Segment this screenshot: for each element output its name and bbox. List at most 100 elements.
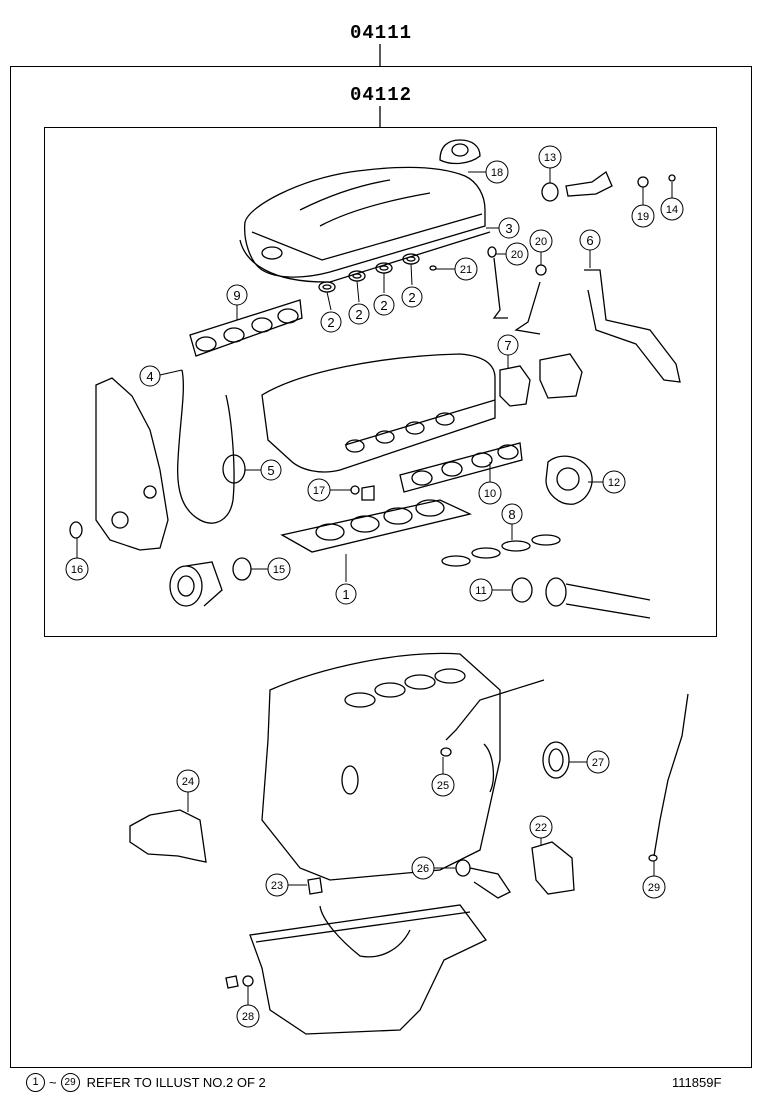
callout-26[interactable]: 26 <box>411 856 456 880</box>
callout-12[interactable]: 12 <box>588 470 626 494</box>
svg-text:26: 26 <box>417 863 429 875</box>
reference-text: REFER TO ILLUST NO.2 OF 2 <box>86 1075 266 1090</box>
cylinder-head-drawing <box>261 353 496 473</box>
callout-9[interactable]: 9 <box>226 284 248 320</box>
dipstick-seal-drawing <box>648 854 658 862</box>
svg-text:1: 1 <box>342 587 349 602</box>
gasket-25-drawing <box>440 747 452 757</box>
cylinder-head-cover-drawing <box>239 166 491 283</box>
cover-24-drawing <box>129 809 207 863</box>
callout-2b[interactable]: 2 <box>348 280 370 325</box>
svg-text:3: 3 <box>505 221 512 236</box>
callout-4[interactable]: 4 <box>139 365 183 387</box>
svg-text:14: 14 <box>666 204 678 216</box>
svg-text:24: 24 <box>182 776 194 788</box>
drive-shaft-drawing <box>545 577 651 619</box>
callout-23[interactable]: 23 <box>265 873 307 897</box>
callout-7[interactable]: 7 <box>497 334 519 368</box>
callout-25[interactable]: 25 <box>431 757 455 797</box>
water-outlet-drawing <box>539 353 583 399</box>
svg-text:23: 23 <box>271 880 283 892</box>
callout-14[interactable]: 14 <box>660 182 684 221</box>
drain-plug-23-drawing <box>307 877 323 895</box>
svg-text:2: 2 <box>355 307 362 322</box>
rear-oil-seal-drawing <box>542 741 570 779</box>
intake-manifold-gasket-drawing <box>399 442 523 493</box>
oil-seal-16-drawing <box>69 521 83 539</box>
svg-text:6: 6 <box>586 233 593 248</box>
exhaust-pipe-gasket-drawings <box>441 534 561 567</box>
plug-17-drawing <box>361 485 375 501</box>
callout-6[interactable]: 6 <box>579 229 601 268</box>
timing-cover-gasket-drawing <box>176 369 235 524</box>
callout-11[interactable]: 11 <box>469 578 511 602</box>
svg-text:18: 18 <box>491 167 503 179</box>
outer-kit-frame <box>10 66 752 1068</box>
dipstick-drawing <box>653 693 689 857</box>
svg-text:22: 22 <box>535 822 547 834</box>
callout-19[interactable]: 19 <box>631 187 655 228</box>
illustration-number: 111859F <box>672 1075 722 1090</box>
callout-22[interactable]: 22 <box>529 815 553 846</box>
oil-pump-drawing <box>531 841 575 895</box>
cylinder-head-gasket-drawing <box>280 499 472 553</box>
svg-text:2: 2 <box>327 315 334 330</box>
range-separator: ~ <box>49 1075 57 1090</box>
reference-note: 1 ~ 29 REFER TO ILLUST NO.2 OF 2 <box>26 1073 266 1092</box>
inner-kit-frame <box>44 127 717 637</box>
range-end-badge: 29 <box>60 1073 80 1092</box>
svg-text:28: 28 <box>242 1011 254 1023</box>
bolt-21-drawing <box>429 265 437 271</box>
svg-text:7: 7 <box>504 338 511 353</box>
svg-text:20: 20 <box>511 249 523 261</box>
callout-13[interactable]: 13 <box>538 145 562 183</box>
range-start-badge: 1 <box>26 1073 45 1092</box>
callout-18[interactable]: 18 <box>468 160 509 184</box>
svg-text:2: 2 <box>380 298 387 313</box>
callout-8[interactable]: 8 <box>501 503 523 540</box>
injector-drawing <box>565 171 613 197</box>
valve-stem-seal-drawing <box>487 246 497 258</box>
svg-text:16: 16 <box>71 564 83 576</box>
svg-text:29: 29 <box>648 882 660 894</box>
ring-14-drawing <box>668 174 676 182</box>
callout-10[interactable]: 10 <box>478 462 502 505</box>
svg-text:4: 4 <box>146 369 153 384</box>
svg-text:10: 10 <box>484 488 496 500</box>
svg-text:9: 9 <box>233 288 240 303</box>
oil-filler-cap-drawing <box>439 139 481 165</box>
callout-5[interactable]: 5 <box>245 459 282 481</box>
svg-text:5: 5 <box>267 463 274 478</box>
oil-pan-drawing <box>249 904 487 1035</box>
callout-3[interactable]: 3 <box>486 217 520 239</box>
callout-16[interactable]: 16 <box>65 538 89 581</box>
callout-24[interactable]: 24 <box>176 769 200 812</box>
callout-2a[interactable]: 2 <box>320 291 342 333</box>
callout-20[interactable]: 20 <box>529 229 553 265</box>
valve-drawings <box>492 257 541 335</box>
callout-2d[interactable]: 2 <box>401 263 423 308</box>
svg-text:21: 21 <box>460 264 472 276</box>
drain-bolt-28-drawing <box>225 975 239 989</box>
svg-text:13: 13 <box>544 152 556 164</box>
timing-chain-cover-drawing <box>95 377 169 551</box>
gasket-12-drawing <box>545 455 593 505</box>
callout-21[interactable]: 21 <box>436 257 478 281</box>
outer-kit-code: 04111 <box>350 22 413 44</box>
callout-17[interactable]: 17 <box>307 478 351 502</box>
svg-text:17: 17 <box>313 485 325 497</box>
svg-text:27: 27 <box>592 757 604 769</box>
svg-text:8: 8 <box>508 507 515 522</box>
callout-28[interactable]: 28 <box>236 986 260 1028</box>
callout-29[interactable]: 29 <box>642 861 666 899</box>
pipe-26-drawing <box>469 867 511 899</box>
crankshaft-pulley-drawing <box>169 561 223 607</box>
callout-27[interactable]: 27 <box>569 750 610 774</box>
callout-15[interactable]: 15 <box>251 557 291 581</box>
callout-1[interactable]: 1 <box>335 554 357 605</box>
callout-20-alt[interactable]: 20 <box>496 242 529 266</box>
gasket-7-drawing <box>499 365 531 407</box>
callout-2c[interactable]: 2 <box>373 273 395 316</box>
